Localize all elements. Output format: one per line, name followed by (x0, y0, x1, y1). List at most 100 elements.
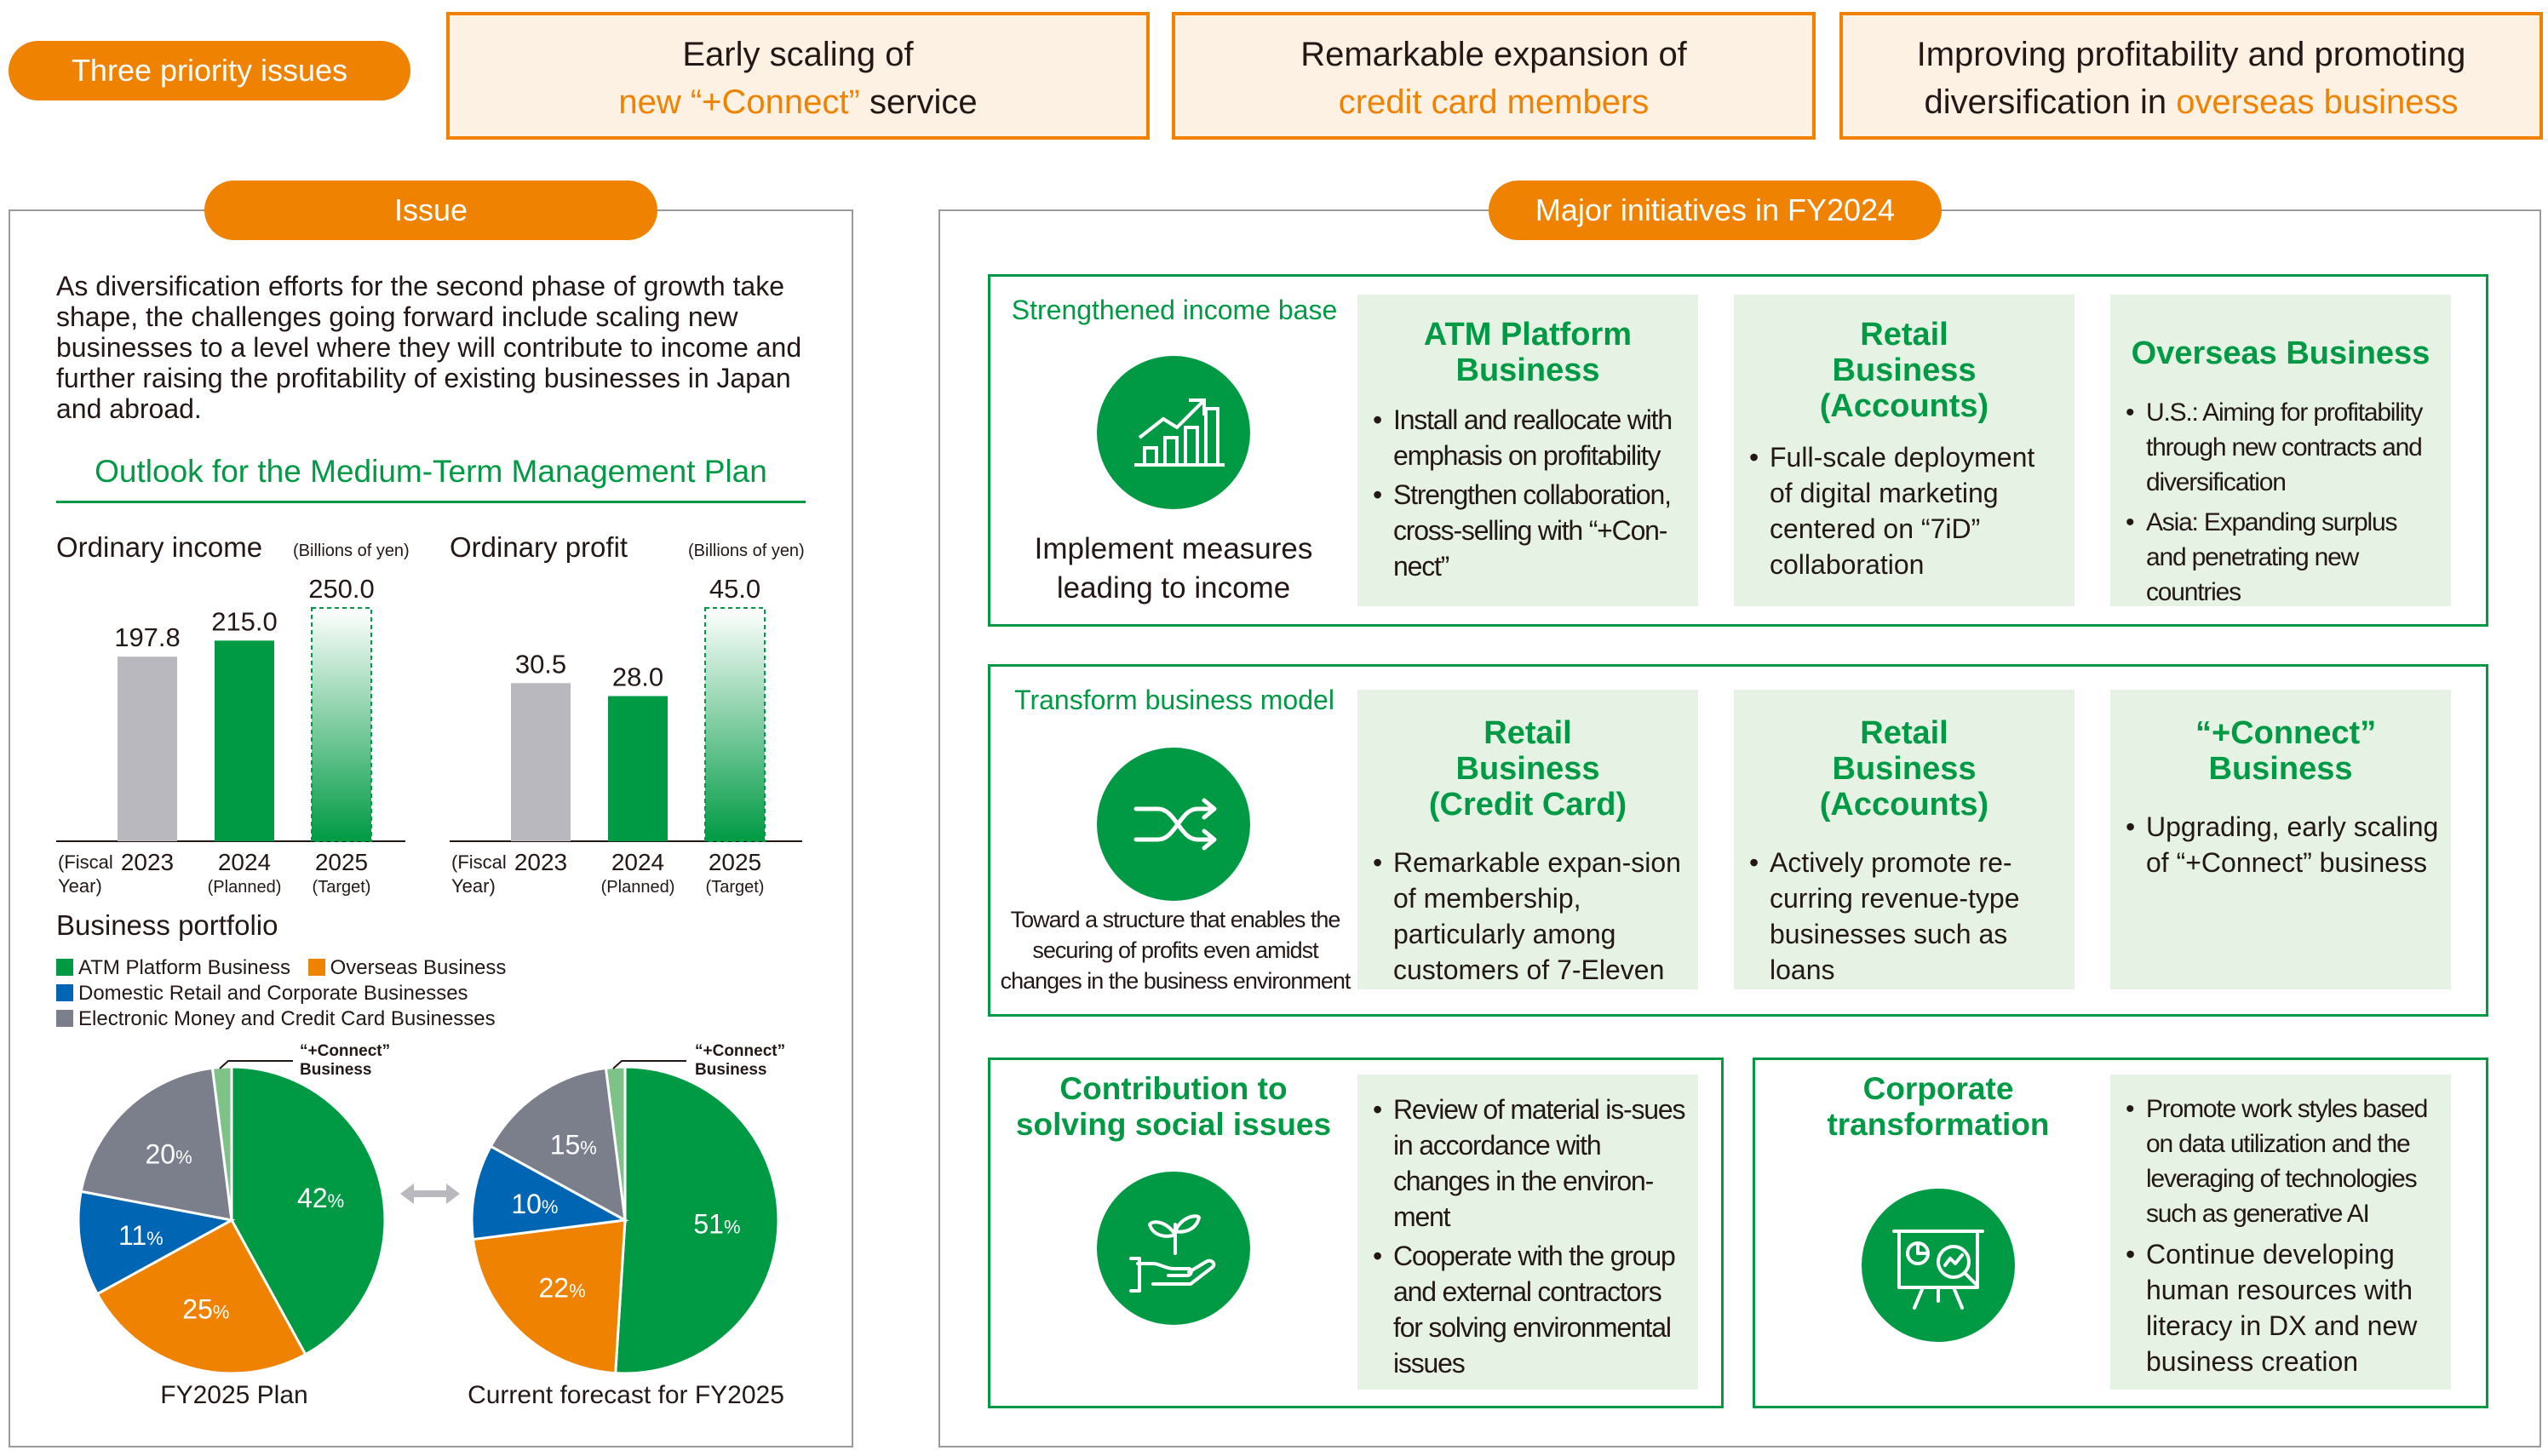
card-connect-bullet-1: Upgrading, early scaling of “+Connect” b… (2124, 809, 2439, 880)
pie2-connect-line2: Business (695, 1061, 767, 1079)
card-atm-platform: ATM Platform Business Install and reallo… (1357, 295, 1698, 606)
row1-label: Strengthened income base (1011, 295, 1338, 325)
income-category-2024: 2024 (218, 849, 271, 875)
card-retail-credit-bullet-1: Remarkable expan-sion of membership, par… (1371, 845, 1686, 988)
priority-box-overseas-line2: diversification in overseas business (1843, 78, 2539, 126)
profit-sublabel-2025: (Target) (706, 878, 765, 897)
row2-caption: Toward a structure that enables the secu… (1000, 907, 1351, 994)
income-bar-2025 (311, 607, 372, 842)
profit-bar-2023 (511, 683, 571, 841)
outlook-title-rule (56, 501, 806, 503)
profit-value-label-2025: 45.0 (709, 574, 760, 604)
legend-swatch-domestic (56, 984, 73, 1001)
card-corporate-bullet-2: Continue developing human resources with… (2124, 1236, 2442, 1379)
pie2-slice-0 (614, 1065, 780, 1375)
card-overseas: Overseas Business U.S.: Aiming for profi… (2110, 295, 2451, 606)
ordinary-income-unit: (Billions of yen) (293, 542, 410, 560)
pie2-slice-label-1: 22% (538, 1273, 585, 1304)
card-retail-credit-card: Retail Business (Credit Card) Remarkable… (1357, 690, 1698, 989)
pie2-slice-label-3: 15% (550, 1130, 597, 1161)
card-retail-accounts-2-title: Retail Business (Accounts) (1819, 715, 1989, 823)
pie2-slice-3 (489, 1066, 627, 1223)
pie1-connect-label: “+Connect” Business (300, 1042, 390, 1080)
income-bar-2023 (118, 656, 177, 841)
income-sublabel-2024: (Planned) (208, 878, 282, 897)
double-arrow-icon (400, 1184, 460, 1204)
priority-box-connect-line2: new “+Connect” service (450, 78, 1146, 126)
pie2-connect-leader (612, 1060, 686, 1069)
pie2-connect-label: “+Connect” Business (695, 1042, 785, 1080)
income-bar-2024 (215, 640, 274, 841)
income-value-label-2023: 197.8 (114, 622, 181, 652)
row3b-label: Corporate transformation (1827, 1071, 2050, 1142)
profit-fiscal-label-2: Year) (451, 875, 496, 897)
plant-hand-icon (1097, 1172, 1250, 1325)
legend-row-3: Electronic Money and Credit Card Busines… (56, 1006, 506, 1032)
priority-box-connect-line1: Early scaling of (682, 36, 914, 73)
profit-bar-2025 (704, 607, 766, 842)
pie1-slice-label-1: 25% (182, 1294, 229, 1325)
pie1-slice-1 (95, 1218, 307, 1375)
pie2-slice-label-2: 10% (511, 1189, 558, 1219)
card-connect-business: “+Connect” Business Upgrading, early sca… (2110, 690, 2451, 989)
pie1-connect-leader (219, 1060, 293, 1069)
card-connect-title: “+Connect” Business (2195, 715, 2377, 787)
card-social-bullet-2: Cooperate with the group and external co… (1371, 1238, 1690, 1381)
card-retail-accounts-1-bullet-1: Full-scale deployment of digital marketi… (1747, 439, 2059, 582)
priority-box-connect-rest: service (859, 83, 978, 121)
priority-box-connect-highlight: new “+Connect” (618, 83, 860, 121)
initiatives-badge: Major initiatives in FY2024 (1489, 181, 1942, 240)
priority-box-connect: Early scaling of new “+Connect” service (446, 12, 1150, 140)
card-social-issues: Review of material is-sues in accordance… (1357, 1075, 1698, 1390)
pie1-slice-label-2: 11% (118, 1220, 164, 1251)
legend-row-1: ATM Platform Business Overseas Business (56, 955, 506, 981)
profit-category-2024: 2024 (611, 849, 664, 875)
profit-value-label-2023: 30.5 (515, 649, 566, 679)
card-overseas-bullet-1: U.S.: Aiming for profitability through n… (2124, 395, 2441, 500)
card-atm-bullet-1: Install and reallocate with emphasis on … (1371, 402, 1683, 473)
issue-badge: Issue (204, 181, 657, 240)
card-overseas-title: Overseas Business (2131, 335, 2430, 371)
card-social-bullet-1: Review of material is-sues in accordance… (1371, 1092, 1690, 1235)
legend-swatch-emoney (56, 1010, 73, 1027)
priority-box-credit-card: Remarkable expansion of credit card memb… (1172, 12, 1816, 140)
priority-badge: Three priority issues (9, 41, 410, 100)
priority-box-overseas-pre: diversification in (1924, 83, 2177, 121)
card-retail-accounts-1-title: Retail Business (Accounts) (1819, 317, 1989, 424)
chart-up-icon (1097, 356, 1250, 509)
legend-swatch-overseas (307, 959, 325, 976)
legend-atm: ATM Platform Business (78, 956, 290, 979)
priority-box-overseas-highlight: overseas business (2176, 83, 2459, 121)
income-fiscal-label-1: (Fiscal (58, 851, 113, 873)
presentation-analytics-icon (1862, 1189, 2015, 1342)
profit-value-label-2024: 28.0 (612, 662, 663, 692)
card-retail-credit-title: Retail Business (Credit Card) (1428, 715, 1627, 823)
ordinary-profit-unit: (Billions of yen) (688, 542, 805, 560)
profit-sublabel-2024: (Planned) (601, 878, 675, 897)
pie2-connect-line1: “+Connect” (695, 1042, 786, 1060)
profit-fiscal-label-1: (Fiscal (451, 851, 507, 873)
pie1-slice-3 (79, 1066, 233, 1222)
bar-charts: 197.82023215.02024(Planned)250.02025(Tar… (56, 574, 802, 897)
pie1-slice-label-0: 42% (297, 1183, 344, 1213)
pie2-title: Current forecast for FY2025 (468, 1381, 784, 1409)
card-atm-title: ATM Platform Business (1423, 317, 1633, 388)
issue-text: As diversification efforts for the secon… (56, 271, 802, 424)
row1-caption: Implement measures leading to income (1034, 532, 1313, 605)
legend-overseas: Overseas Business (330, 956, 507, 979)
pie1-slice-0 (230, 1065, 387, 1356)
pie-charts: 42%25%11%20%51%22%10%15% (77, 1060, 780, 1375)
pie2-slice-1 (471, 1218, 627, 1375)
pie1-title: FY2025 Plan (160, 1381, 308, 1409)
row2-label: Transform business model (1014, 685, 1334, 715)
ordinary-profit-title: Ordinary profit (450, 531, 628, 563)
legend-swatch-atm (56, 959, 73, 976)
card-retail-accounts-1: Retail Business (Accounts) Full-scale de… (1734, 295, 2075, 606)
priority-box-credit-highlight: credit card members (1338, 83, 1650, 121)
legend-emoney: Electronic Money and Credit Card Busines… (78, 1007, 496, 1030)
income-category-2023: 2023 (121, 849, 174, 875)
pie1-connect-line1: “+Connect” (300, 1042, 391, 1060)
priority-box-overseas: Improving profitability and promoting di… (1839, 12, 2543, 140)
profit-category-2023: 2023 (514, 849, 567, 875)
income-value-label-2024: 215.0 (211, 606, 278, 636)
